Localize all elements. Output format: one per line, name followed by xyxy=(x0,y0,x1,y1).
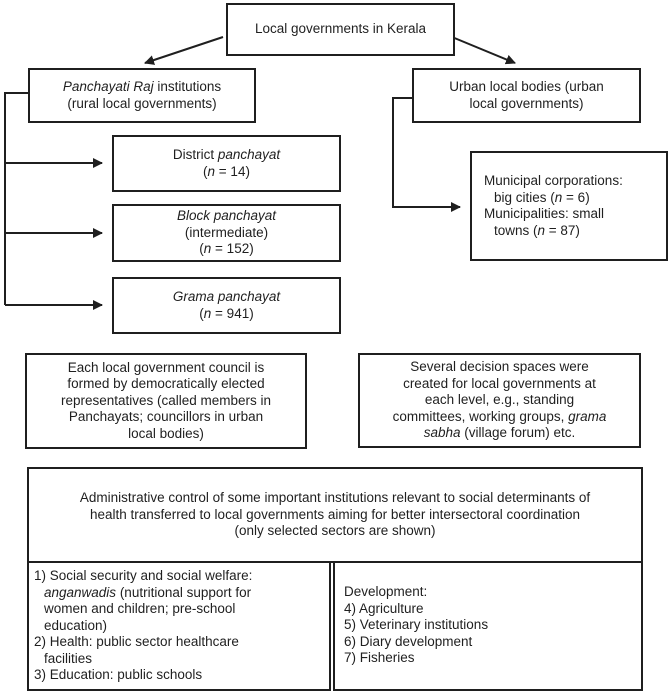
arrow-title-to-panchayati xyxy=(144,36,224,65)
node-block-panchayat: Block panchayat(intermediate)(n = 152) xyxy=(112,204,341,262)
arrow-urban-to-municipal xyxy=(392,97,461,212)
node-municipal-corporations: Municipal corporations:big cities (n = 6… xyxy=(470,151,668,261)
node-panchayati-raj-institutions: Panchayati Raj institutions(rural local … xyxy=(28,68,256,123)
arrow-title-to-urban xyxy=(451,36,516,65)
node-district-panchayat: District panchayat(n = 14) xyxy=(112,135,341,192)
sector-list-social-health-education: 1) Social security and social welfare:an… xyxy=(27,561,331,691)
node-grama-panchayat: Grama panchayat(n = 941) xyxy=(112,277,341,334)
connector-panchayati-trunk xyxy=(4,92,29,305)
node-local-governments-kerala: Local governments in Kerala xyxy=(226,3,455,56)
admin-control-header: Administrative control of some important… xyxy=(27,467,643,563)
